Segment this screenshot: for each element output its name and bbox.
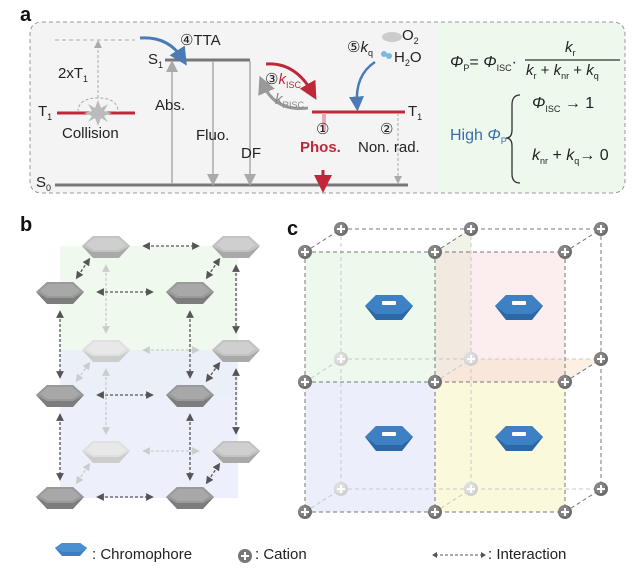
interaction-arrow — [205, 361, 221, 383]
lattice-edge — [434, 358, 472, 383]
lattice-edge — [434, 228, 472, 253]
interaction-arrow — [75, 462, 91, 485]
cation-icon — [298, 375, 312, 389]
chromophore-back-left — [82, 441, 130, 463]
panel-label-c: c — [287, 218, 299, 240]
isc-arrow — [265, 62, 317, 100]
phos-number: ① — [316, 121, 330, 138]
cation-icon — [428, 245, 442, 259]
condition-isc: ΦISC → 1 — [532, 95, 595, 114]
collision-label: Collision — [62, 125, 119, 142]
chromophore-anion — [495, 426, 543, 451]
oxygen-cloud-icon — [382, 32, 402, 42]
isc-label: ③kISC — [265, 71, 301, 90]
o2-label: O2 — [402, 27, 419, 46]
kq-arrow — [349, 60, 376, 112]
t1-right-label: T1 — [408, 103, 423, 122]
risc-label: kRISC — [275, 91, 305, 110]
panel-a-diagram — [29, 21, 626, 194]
collision-star-icon — [84, 100, 112, 126]
condition-nonrad: knr + kq→ 0 — [532, 147, 609, 166]
lattice-edge — [304, 488, 342, 513]
chromophore-front-right — [166, 282, 214, 304]
cation-icon — [464, 222, 478, 236]
h2o-label: H2O — [394, 49, 422, 68]
chromophore-back-left — [82, 236, 130, 258]
interaction-arrow — [205, 257, 221, 280]
cation-icon — [428, 375, 442, 389]
legend-interaction-icon — [432, 552, 486, 558]
chromophore-anion — [365, 295, 413, 320]
cation-icon — [594, 482, 608, 496]
chromophore-back-right — [212, 236, 260, 258]
chromophore-back-right — [212, 441, 260, 463]
fraction-denominator: kr + knr + kq — [526, 62, 599, 81]
panel-label-a: a — [20, 4, 32, 26]
interaction-arrow — [75, 361, 91, 383]
legend-cation-label: : Cation — [255, 546, 307, 563]
risc-arrow — [258, 75, 309, 110]
high-phi-label: High ΦP — [450, 127, 507, 146]
cation-icon — [334, 222, 348, 236]
lattice-edge — [434, 488, 472, 513]
cation-icon — [558, 505, 572, 519]
lattice-edge — [564, 228, 602, 253]
lattice-edge — [304, 358, 342, 383]
water-drop-icon — [381, 51, 387, 57]
phos-label: Phos. — [300, 139, 341, 156]
cation-icon — [334, 482, 348, 496]
interaction-arrow — [75, 257, 91, 280]
chromophore-front-right — [166, 487, 214, 509]
chromophore-back-right — [212, 340, 260, 362]
chromophore-back-left — [82, 340, 130, 362]
lattice-edge — [564, 488, 602, 513]
kq-label: ⑤kq — [347, 39, 373, 58]
chromophore-front-left — [36, 487, 84, 509]
cation-icon — [428, 505, 442, 519]
cation-icon — [464, 352, 478, 366]
legend-chromophore-label: : Chromophore — [92, 546, 193, 563]
lattice-edge — [304, 228, 342, 253]
cation-icon — [298, 245, 312, 259]
equation-background — [438, 23, 624, 192]
two-t1-label: 2xT1 — [58, 65, 89, 84]
panel-label-b: b — [20, 214, 33, 236]
legend-interaction-label: : Interaction — [488, 546, 567, 563]
fluo-label: Fluo. — [196, 127, 230, 144]
minus-icon — [512, 301, 526, 305]
tta-arrow — [139, 36, 187, 66]
s0-label: S0 — [36, 174, 52, 193]
chromophore-front-left — [36, 385, 84, 407]
cation-icon — [334, 352, 348, 366]
cation-icon — [464, 482, 478, 496]
chromophore-anion — [365, 426, 413, 451]
chromophore-anion — [495, 295, 543, 320]
lattice-edge — [564, 358, 602, 383]
t1-left-label: T1 — [38, 103, 53, 122]
quantum-yield-equation: ΦP= ΦISC· — [450, 54, 517, 73]
cation-icon — [558, 375, 572, 389]
legend-cation-icon — [238, 549, 252, 563]
cation-icon — [594, 222, 608, 236]
cation-icon — [594, 352, 608, 366]
brace — [505, 94, 521, 184]
cation-icon — [298, 505, 312, 519]
minus-icon — [512, 432, 526, 436]
minus-icon — [382, 301, 396, 305]
s1-label: S1 — [148, 51, 164, 70]
fraction-numerator: kr — [565, 39, 576, 58]
interaction-arrow — [205, 462, 221, 485]
df-label: DF — [241, 145, 261, 162]
cation-icon — [558, 245, 572, 259]
nonrad-number: ② — [380, 121, 394, 138]
legend-chromophore-icon — [55, 543, 87, 556]
chromophore-front-right — [166, 385, 214, 407]
minus-icon — [382, 432, 396, 436]
nonrad-label: Non. rad. — [358, 139, 420, 156]
tta-label: ④TTA — [180, 32, 221, 49]
chromophore-front-left — [36, 282, 84, 304]
abs-label: Abs. — [155, 97, 186, 114]
